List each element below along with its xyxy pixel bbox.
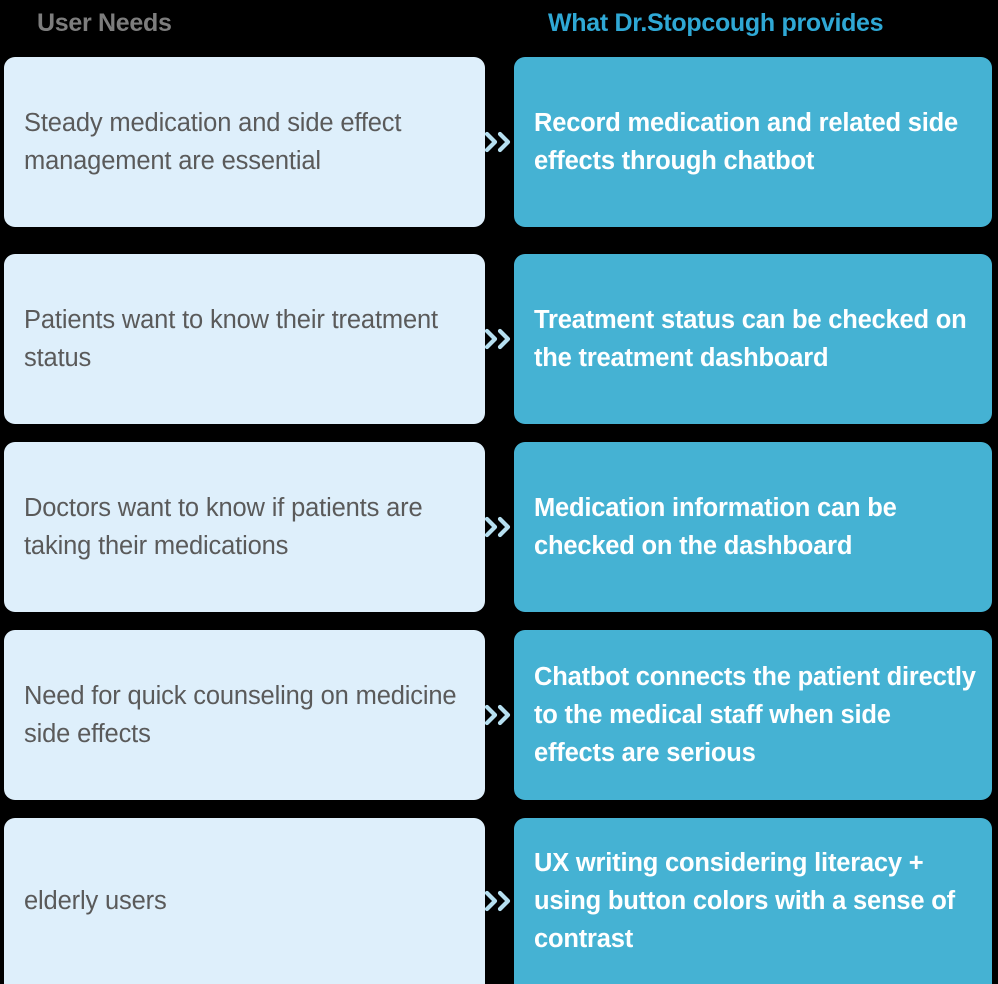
solution-card: Record medication and related side effec… [514, 57, 992, 227]
need-card: elderly users [4, 818, 485, 984]
column-header-user-needs: User Needs [37, 9, 172, 37]
need-text: Steady medication and side effect manage… [24, 109, 402, 175]
mapping-row: Steady medication and side effect manage… [0, 57, 998, 227]
solution-text: Record medication and related side effec… [534, 109, 958, 175]
need-text: Doctors want to know if patients are tak… [24, 494, 423, 560]
column-headers: User Needs What Dr.Stopcough provides [0, 0, 998, 50]
mapping-row: Need for quick counseling on medicine si… [0, 630, 998, 800]
need-card: Need for quick counseling on medicine si… [4, 630, 485, 800]
mapping-row: elderly users UX writing considering lit… [0, 818, 998, 984]
need-text: Need for quick counseling on medicine si… [24, 682, 457, 748]
solution-text: Treatment status can be checked on the t… [534, 306, 967, 372]
need-card: Doctors want to know if patients are tak… [4, 442, 485, 612]
solution-text: Medication information can be checked on… [534, 494, 897, 560]
double-chevron-right-icon [483, 698, 517, 732]
double-chevron-right-icon [483, 884, 517, 918]
double-chevron-right-icon [483, 510, 517, 544]
need-text: elderly users [24, 887, 167, 915]
solution-text: Chatbot connects the patient directly to… [534, 663, 976, 767]
solution-card: Medication information can be checked on… [514, 442, 992, 612]
double-chevron-right-icon [483, 125, 517, 159]
solution-card: Treatment status can be checked on the t… [514, 254, 992, 424]
need-text: Patients want to know their treatment st… [24, 306, 438, 372]
solution-card: Chatbot connects the patient directly to… [514, 630, 992, 800]
mapping-row: Doctors want to know if patients are tak… [0, 442, 998, 612]
solution-card: UX writing considering literacy + using … [514, 818, 992, 984]
solution-text: UX writing considering literacy + using … [534, 849, 955, 953]
mapping-row: Patients want to know their treatment st… [0, 254, 998, 424]
double-chevron-right-icon [483, 322, 517, 356]
column-header-provides: What Dr.Stopcough provides [548, 9, 884, 37]
need-card: Patients want to know their treatment st… [4, 254, 485, 424]
need-card: Steady medication and side effect manage… [4, 57, 485, 227]
